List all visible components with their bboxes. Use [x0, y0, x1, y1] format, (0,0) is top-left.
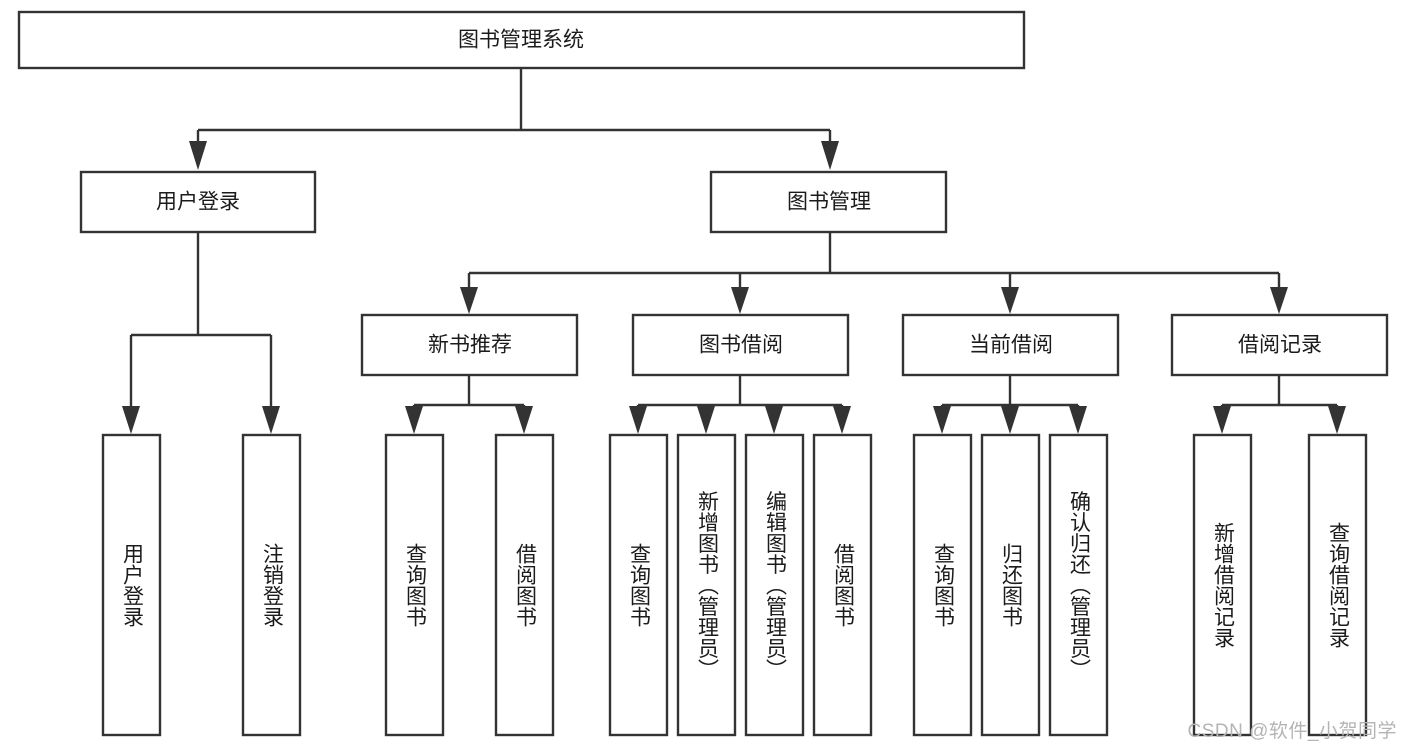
leaf-user-login[interactable]: 用户登录 — [101, 433, 162, 737]
leaf-add-borrow-record-box[interactable] — [1192, 433, 1253, 737]
leaf-confirm-return-admin[interactable]: 确认归还（管理员） — [1048, 433, 1109, 737]
leaf-confirm-return-admin-label: 确认归还（管理员） — [1067, 491, 1091, 680]
arrow-head-book-borrow — [731, 287, 749, 314]
leaf-add-borrow-record[interactable]: 新增借阅记录 — [1192, 433, 1253, 737]
node-borrow-record-box[interactable] — [1170, 313, 1389, 377]
leaf-return-book-box[interactable] — [980, 433, 1041, 737]
leaf-add-borrow-record-label: 新增借阅记录 — [1211, 522, 1235, 648]
arrow-head-borrow-record — [1270, 287, 1288, 314]
arrow-head-leaf-query-borrow-record — [1328, 406, 1346, 434]
leaf-query-book-2-box[interactable] — [608, 433, 669, 737]
node-root-label: 图书管理系统 — [458, 29, 584, 52]
leaf-confirm-return-admin-box[interactable] — [1048, 433, 1109, 737]
arrow-head-user-login — [189, 141, 207, 170]
leaf-logout-login-label: 注销登录 — [260, 543, 284, 627]
node-book-manage[interactable]: 图书管理 — [709, 170, 948, 234]
leaf-query-borrow-record-box[interactable] — [1307, 433, 1368, 737]
leaf-borrow-book-1[interactable]: 借阅图书 — [494, 433, 555, 737]
leaf-add-book-admin-box[interactable] — [676, 433, 737, 737]
node-root-box[interactable] — [17, 10, 1026, 70]
leaf-edit-book-admin-box[interactable] — [744, 433, 805, 737]
node-borrow-record[interactable]: 借阅记录 — [1170, 313, 1389, 377]
node-user-login-label: 用户登录 — [156, 191, 240, 214]
leaf-logout-login[interactable]: 注销登录 — [241, 433, 302, 737]
node-book-borrow-box[interactable] — [631, 313, 850, 377]
node-current-borrow-box[interactable] — [901, 313, 1120, 377]
node-user-login[interactable]: 用户登录 — [79, 170, 317, 234]
leaf-edit-book-admin[interactable]: 编辑图书（管理员） — [744, 433, 805, 737]
arrow-head-leaf-add-borrow-record — [1213, 406, 1231, 434]
leaf-user-login-label: 用户登录 — [120, 543, 144, 627]
arrow-head-leaf-return-book — [1001, 406, 1019, 434]
leaf-query-book-1[interactable]: 查询图书 — [384, 433, 445, 737]
arrow-head-leaf-borrow-book-2 — [833, 406, 851, 434]
leaf-return-book[interactable]: 归还图书 — [980, 433, 1041, 737]
arrow-head-new-book-recommend — [460, 287, 478, 314]
leaf-query-borrow-record-label: 查询借阅记录 — [1326, 522, 1350, 648]
node-new-book-recommend-box[interactable] — [360, 313, 579, 377]
arrow-head-leaf-edit-book-admin — [765, 406, 783, 434]
arrow-head-book-manage — [821, 141, 839, 170]
arrow-head-leaf-query-book-1 — [405, 406, 423, 434]
node-book-manage-box[interactable] — [709, 170, 948, 234]
leaf-query-book-2[interactable]: 查询图书 — [608, 433, 669, 737]
leaf-query-book-2-label: 查询图书 — [627, 543, 651, 627]
leaf-add-book-admin-label: 新增图书（管理员） — [695, 491, 719, 680]
leaf-query-book-3[interactable]: 查询图书 — [912, 433, 973, 737]
arrow-head-leaf-borrow-book-1 — [515, 406, 533, 434]
node-root[interactable]: 图书管理系统 — [17, 10, 1026, 70]
node-borrow-record-label: 借阅记录 — [1238, 334, 1322, 357]
csdn-watermark: CSDN @软件_小贺同学 — [1187, 721, 1397, 742]
arrow-head-leaf-query-book-2 — [629, 406, 647, 434]
node-book-borrow-label: 图书借阅 — [699, 334, 783, 357]
node-book-manage-label: 图书管理 — [787, 191, 871, 214]
connector-layer — [122, 68, 1346, 434]
node-new-book-recommend[interactable]: 新书推荐 — [360, 313, 579, 377]
leaf-edit-book-admin-label: 编辑图书（管理员） — [763, 491, 787, 680]
leaf-query-book-1-box[interactable] — [384, 433, 445, 737]
node-user-login-box[interactable] — [79, 170, 317, 234]
node-new-book-recommend-label: 新书推荐 — [428, 334, 512, 357]
arrow-head-leaf-query-book-3 — [933, 406, 951, 434]
node-current-borrow-label: 当前借阅 — [969, 334, 1053, 357]
leaf-borrow-book-1-box[interactable] — [494, 433, 555, 737]
leaf-borrow-book-1-label: 借阅图书 — [513, 543, 537, 627]
leaf-add-book-admin[interactable]: 新增图书（管理员） — [676, 433, 737, 737]
leaf-user-login-box[interactable] — [101, 433, 162, 737]
leaf-borrow-book-2-label: 借阅图书 — [831, 543, 855, 627]
leaf-query-book-1-label: 查询图书 — [403, 543, 427, 627]
arrow-head-leaf-add-book-admin — [697, 406, 715, 434]
leaf-borrow-book-2-box[interactable] — [812, 433, 873, 737]
node-book-borrow[interactable]: 图书借阅 — [631, 313, 850, 377]
leaf-query-borrow-record[interactable]: 查询借阅记录 — [1307, 433, 1368, 737]
arrow-head-current-borrow — [1001, 287, 1019, 314]
leaf-query-book-3-box[interactable] — [912, 433, 973, 737]
leaf-return-book-label: 归还图书 — [999, 543, 1023, 627]
arrow-head-leaf-logout-login — [262, 406, 280, 434]
leaf-borrow-book-2[interactable]: 借阅图书 — [812, 433, 873, 737]
arrow-head-leaf-confirm-return-admin — [1069, 406, 1087, 434]
arrow-head-leaf-user-login — [122, 406, 140, 434]
leaf-logout-login-box[interactable] — [241, 433, 302, 737]
node-current-borrow[interactable]: 当前借阅 — [901, 313, 1120, 377]
leaf-query-book-3-label: 查询图书 — [931, 543, 955, 627]
